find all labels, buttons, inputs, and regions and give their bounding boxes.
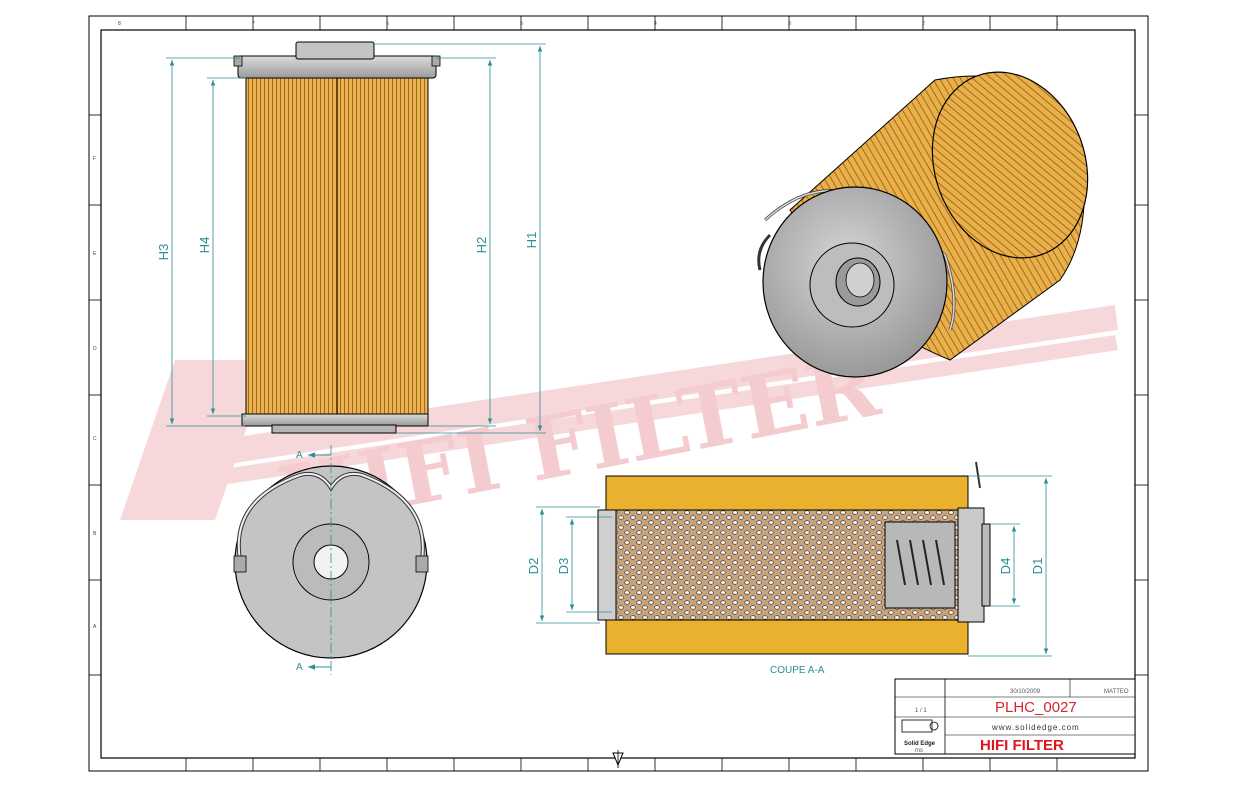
tb-website: www.solidedge.com — [991, 723, 1080, 732]
top-spigot — [295, 41, 375, 60]
tb-reference: PLHC_0027 — [995, 699, 1077, 716]
zone-labels-side: F E D C B A — [93, 156, 97, 630]
projection-symbol-icon — [929, 721, 939, 731]
svg-text:6: 6 — [386, 21, 389, 27]
front-view — [233, 41, 441, 434]
svg-text:1: 1 — [1056, 21, 1059, 27]
dim-d1: D1 — [1030, 558, 1045, 575]
svg-text:D: D — [93, 346, 97, 352]
dim-h2: H2 — [474, 237, 489, 254]
outer-border — [88, 15, 1149, 772]
svg-text:F: F — [93, 156, 96, 162]
title-block — [894, 678, 1136, 755]
tb-author: MATTEO — [1104, 689, 1129, 695]
tb-software: Solid Edge — [904, 741, 936, 747]
section-label: COUPE A-A — [770, 665, 825, 676]
zone-ticks — [89, 16, 1148, 771]
svg-text:B: B — [93, 531, 97, 537]
svg-text:8: 8 — [118, 21, 121, 27]
dim-h3: H3 — [156, 244, 171, 261]
dim-h4: H4 — [197, 237, 212, 254]
section-marker-top: A — [296, 450, 303, 461]
bottom-end-cap — [241, 413, 429, 427]
svg-text:4: 4 — [654, 21, 657, 27]
svg-text:3: 3 — [788, 21, 791, 27]
section-marker-bottom: A — [296, 662, 303, 673]
section-dimensions — [536, 475, 1052, 657]
bypass-valve — [884, 521, 956, 609]
svg-text:C: C — [93, 436, 97, 442]
svg-text:E: E — [93, 251, 97, 257]
end-view — [233, 445, 429, 675]
section-view — [597, 461, 991, 655]
section-media-top — [605, 475, 969, 511]
dim-d2: D2 — [526, 558, 541, 575]
tb-scale: 1 / 1 — [915, 708, 927, 714]
section-media-bottom — [605, 619, 969, 655]
dim-d4: D4 — [998, 558, 1013, 575]
tb-date: 30/10/2009 — [1010, 689, 1041, 695]
tb-software-sub: ms — [915, 748, 923, 754]
zone-labels-top: 8 7 6 5 4 3 2 1 — [118, 21, 1059, 27]
svg-text:7: 7 — [252, 21, 255, 27]
dim-h1: H1 — [524, 232, 539, 249]
dim-d3: D3 — [556, 558, 571, 575]
tb-company: HIFI FILTER — [980, 737, 1064, 754]
svg-text:2: 2 — [922, 21, 925, 27]
front-dimensions — [166, 43, 546, 434]
isometric-view — [757, 71, 1089, 378]
svg-text:A: A — [93, 624, 97, 630]
svg-text:5: 5 — [520, 21, 523, 27]
